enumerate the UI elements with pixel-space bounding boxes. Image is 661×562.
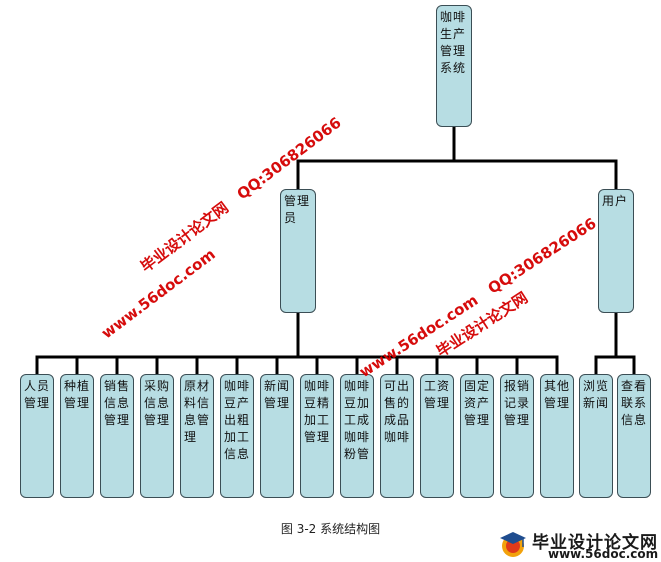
- leaf-node: 咖啡豆加工成咖啡粉管: [340, 374, 374, 498]
- leaf-node: 咖啡豆产出粗加工信息: [220, 374, 254, 498]
- leaf-node: 咖啡豆精加工管理: [300, 374, 334, 498]
- figure-caption: 图 3-2 系统结构图: [280, 522, 381, 536]
- leaf-node: 可出售的成品咖啡: [380, 374, 414, 498]
- leaf-node: 固定资产管理: [460, 374, 494, 498]
- graduation-cap-icon: [500, 532, 526, 557]
- branch-node-admin: 管理员: [280, 189, 316, 313]
- site-logo: 毕业设计论文网 www.56doc.com: [498, 527, 661, 562]
- leaf-node: 浏览新闻: [579, 374, 613, 498]
- root-node: 咖啡生产管理系统: [436, 5, 472, 127]
- leaf-node: 原材料信息管理: [180, 374, 214, 498]
- leaf-node: 报销记录管理: [500, 374, 534, 498]
- logo-title: 毕业设计论文网: [532, 533, 658, 553]
- leaf-node: 采购信息管理: [140, 374, 174, 498]
- leaf-node: 新闻管理: [260, 374, 294, 498]
- branch-node-user: 用户: [598, 189, 634, 313]
- leaf-node: 其他管理: [540, 374, 574, 498]
- leaf-node: 种植管理: [60, 374, 94, 498]
- leaf-node: 销售信息管理: [100, 374, 134, 498]
- leaf-node: 查看联系信息: [617, 374, 651, 498]
- leaf-node: 工资管理: [420, 374, 454, 498]
- leaf-node: 人员管理: [20, 374, 54, 498]
- logo-url: www.56doc.com: [548, 547, 659, 561]
